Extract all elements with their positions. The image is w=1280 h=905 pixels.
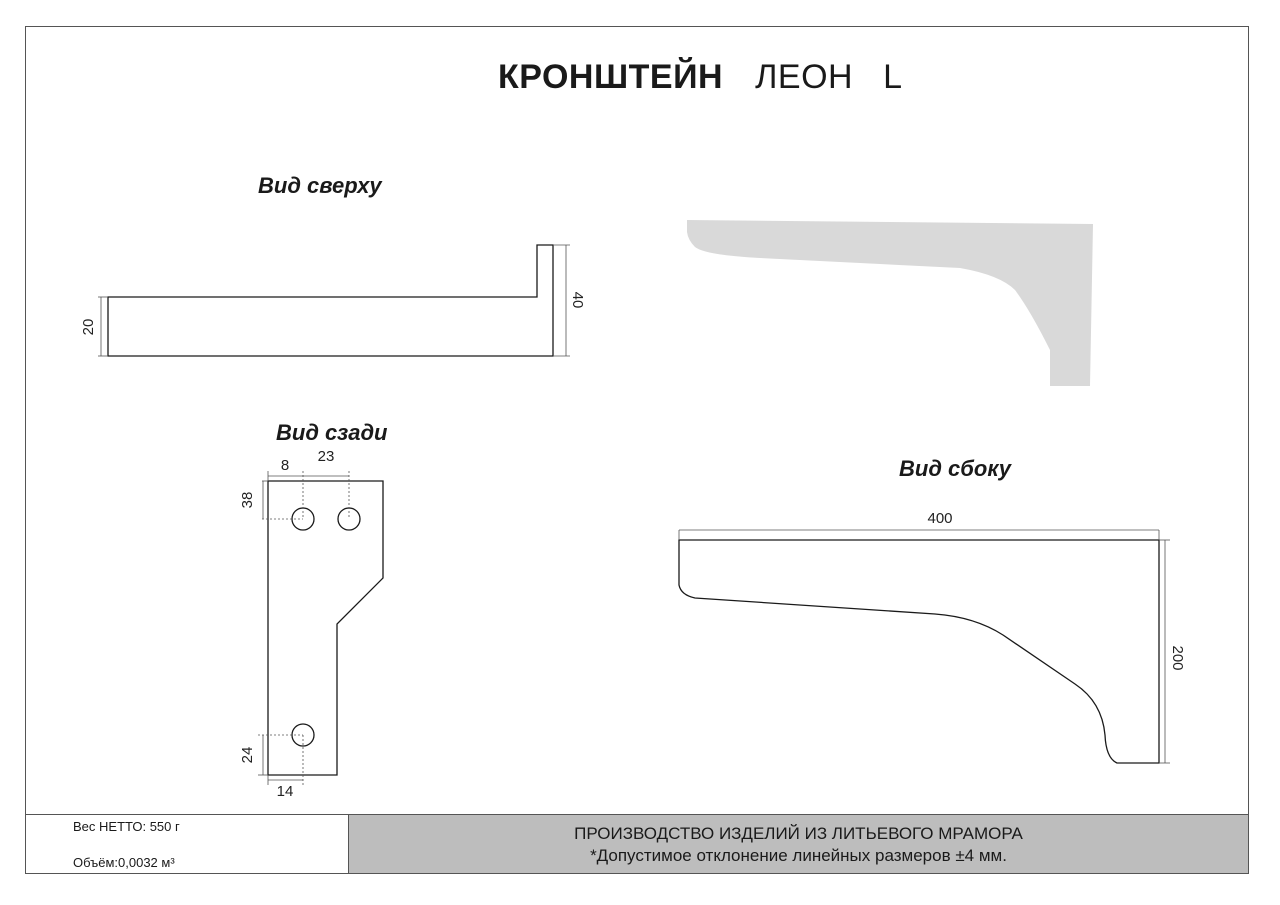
dim-side-height: 200: [1169, 645, 1186, 670]
view-label-top: Вид сверху: [258, 173, 382, 198]
footer-volume: Объём:0,0032 м³: [73, 855, 175, 870]
bracket-render: [687, 220, 1093, 386]
footer-band: ПРОИЗВОДСТВО ИЗДЕЛИЙ ИЗ ЛИТЬЕВОГО МРАМОР…: [349, 815, 1248, 873]
drawing-sheet: [25, 26, 1249, 874]
title-product-name: ЛЕОН: [755, 58, 854, 96]
title-main: КРОНШТЕЙН: [498, 58, 724, 96]
dim-back-top: 38: [239, 492, 256, 509]
view-label-back: Вид сзади: [276, 420, 388, 445]
title-variant: L: [883, 58, 903, 96]
dim-back-left: 8: [281, 457, 289, 474]
top-view-outline: [107, 244, 554, 357]
dim-back-spacing: 23: [318, 448, 335, 465]
footer-line-2: *Допустимое отклонение линейных размеров…: [590, 846, 1007, 865]
back-view-dimension-lines: [258, 471, 350, 785]
dim-back-bottom-left: 14: [277, 783, 294, 800]
footer-line-1: ПРОИЗВОДСТВО ИЗДЕЛИЙ ИЗ ЛИТЬЕВОГО МРАМОР…: [574, 824, 1023, 843]
dim-top-length: 40: [569, 292, 586, 309]
view-label-side: Вид сбоку: [899, 456, 1011, 481]
side-view-outline: [678, 539, 1160, 764]
top-view-dimension-lines: [98, 244, 570, 357]
dim-back-bottom: 24: [239, 747, 256, 764]
dim-side-length: 400: [927, 510, 952, 527]
side-view-dimension-lines: [678, 529, 1170, 764]
footer-specs: Вес НЕТТО: 550 г Объём:0,0032 м³: [26, 815, 349, 873]
footer-divider: [26, 814, 1248, 815]
footer-weight: Вес НЕТТО: 550 г: [73, 819, 180, 834]
drawing-title: КРОНШТЕЙН ЛЕОН L: [498, 58, 903, 97]
dim-top-depth: 20: [80, 319, 97, 336]
back-view-outline: [267, 480, 384, 776]
